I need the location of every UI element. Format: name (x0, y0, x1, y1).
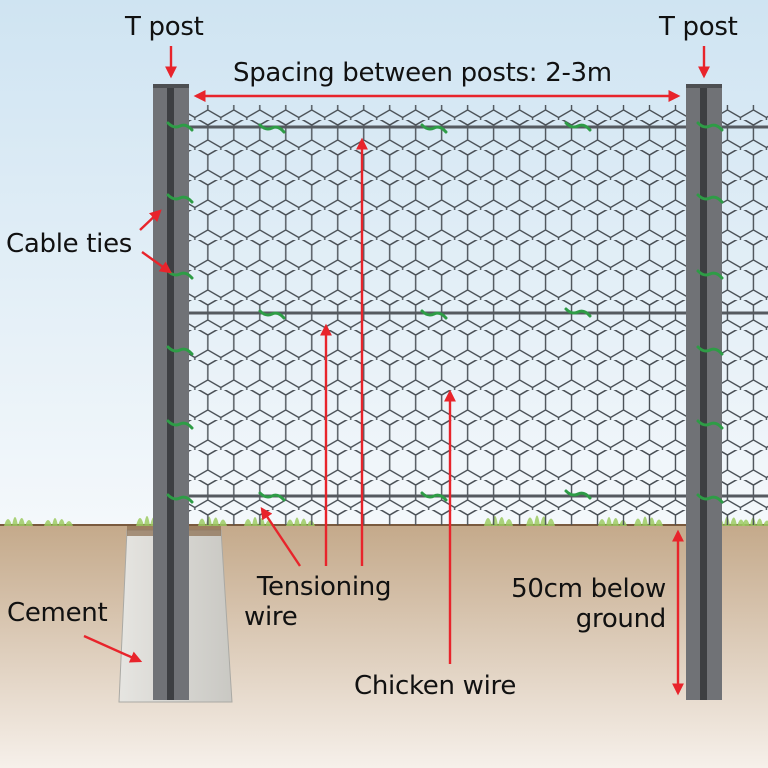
grass-tuft (4, 517, 33, 526)
cable-tie (166, 419, 194, 430)
t-post-right (686, 84, 722, 700)
label-cement: Cement (7, 598, 108, 628)
label-below-ground: 50cm below ground (498, 574, 666, 634)
grass-tuft (44, 518, 73, 526)
label-below-ground-line1: 50cm below (511, 574, 666, 604)
cable-tie (696, 193, 724, 204)
cable-tie (564, 121, 592, 132)
label-t-post-right: T post (659, 12, 738, 42)
cable-tie (258, 491, 286, 502)
cable-tie (166, 493, 194, 504)
cable-tie (166, 269, 194, 280)
chicken-wire-mesh (178, 105, 768, 525)
cable-ties (166, 121, 724, 504)
cable-tie (420, 309, 448, 320)
grass-tuft (136, 516, 165, 526)
cable-tie (166, 121, 194, 132)
cable-tie (166, 193, 194, 204)
label-tensioning-wire-line1: Tensioning (256, 572, 392, 602)
cable-tie (696, 121, 724, 132)
cable-tie (420, 123, 448, 134)
cable-tie (258, 123, 286, 134)
arrow-tensioning-wire-bottom (260, 507, 301, 567)
label-tensioning-wire: Tensioning wire (244, 572, 404, 632)
arrow-cable-ties-lower (141, 251, 172, 274)
cable-tie (564, 489, 592, 500)
cable-tie (696, 493, 724, 504)
cable-tie (696, 419, 724, 430)
label-chicken-wire: Chicken wire (354, 671, 517, 701)
cable-tie (696, 345, 724, 356)
callout-arrows (83, 46, 710, 696)
arrow-cement (83, 634, 143, 663)
t-post-left (153, 84, 189, 700)
cable-tie (166, 345, 194, 356)
label-t-post-left: T post (125, 12, 204, 42)
label-below-ground-line2: ground (575, 604, 667, 634)
label-tensioning-wire-line2: wire (244, 602, 298, 632)
cable-tie (258, 309, 286, 320)
cable-tie (696, 269, 724, 280)
cable-tie (420, 491, 448, 502)
label-spacing: Spacing between posts: 2-3m (233, 58, 612, 88)
ground (0, 524, 768, 768)
arrow-cable-ties-upper (139, 209, 162, 231)
label-cable-ties: Cable ties (6, 229, 133, 259)
cable-tie (564, 307, 592, 318)
